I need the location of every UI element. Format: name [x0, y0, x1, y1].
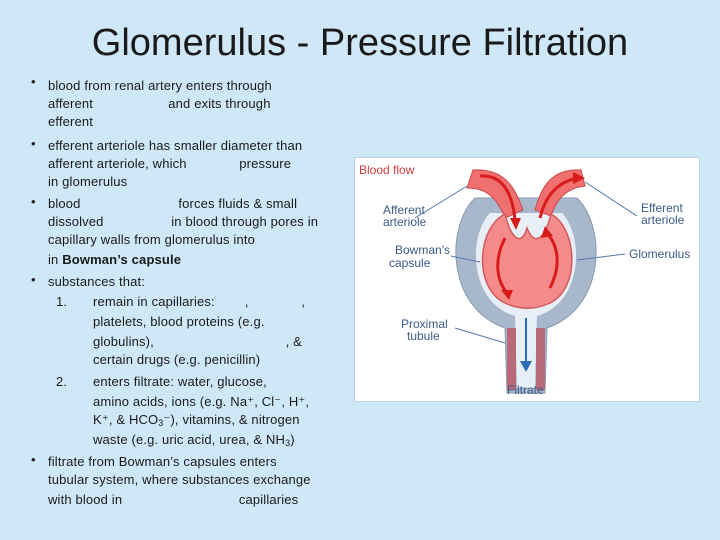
label-bowmans-2: capsule — [389, 256, 431, 270]
label-efferent-2: arteriole — [641, 213, 685, 227]
blood-flow-arrow — [538, 176, 578, 219]
label-efferent-1: Efferent — [641, 201, 683, 215]
subscript: 3 — [285, 438, 291, 448]
label-afferent-2: arteriole — [383, 215, 427, 229]
slide-title: Glomerulus - Pressure Filtration — [91, 22, 629, 64]
sub-item-2-number: 2. — [56, 374, 68, 389]
leader-line — [414, 185, 468, 219]
label-filtrate: Filtrate — [507, 383, 544, 397]
blood-flow-arrowhead — [541, 226, 553, 238]
ion-text-a: K⁺, & HCO — [93, 412, 159, 427]
label-bowmans-1: Bowman's — [395, 243, 450, 257]
glomerulus-illustration — [414, 169, 638, 394]
leader-line — [584, 181, 638, 217]
bullet-1-line-3: efferent — [48, 114, 94, 129]
label-proximal-2: tubule — [407, 329, 440, 343]
bullet-4-line-1: substances that: — [48, 274, 146, 289]
bullet-3-line-2: dissolved in blood through pores in — [48, 214, 319, 229]
blood-flow-arrow — [545, 232, 559, 289]
sub-item-2-line-1: enters filtrate: water, glucose, — [93, 374, 267, 389]
sub-item-1-line-2: platelets, blood proteins (e.g. — [93, 314, 265, 329]
bullet-marker: • — [31, 452, 36, 467]
leader-line — [450, 255, 481, 263]
blood-flow-arrowhead — [510, 218, 521, 230]
sub-item-1-number: 1. — [56, 294, 68, 309]
bullet-5-line-2: tubular system, where substances exchang… — [48, 472, 311, 487]
sub-item-1-line-4: certain drugs (e.g. penicillin) — [93, 352, 261, 367]
blood-flow-arrowhead — [501, 290, 513, 300]
efferent-arteriole-vessel — [534, 169, 586, 217]
sub-item-1-line-1: remain in capillaries: , , — [93, 294, 306, 309]
sub-item-2-line-4: waste (e.g. uric acid, urea, & NH3) — [93, 432, 295, 448]
bullet-5-line-3: with blood in capillaries — [48, 492, 299, 507]
bullet-5-line-1: filtrate from Bowman’s capsules enters — [48, 454, 277, 469]
sub-item-1-line-3: globulins), , & — [93, 334, 302, 349]
bullet-2-line-2: afferent arteriole, which pressure — [48, 156, 292, 171]
bullet-2-line-1: efferent arteriole has smaller diameter … — [48, 138, 303, 153]
bullet-2-line-3: in glomerulus — [48, 174, 128, 189]
label-glomerulus: Glomerulus — [629, 247, 691, 261]
tubule-wall-right — [536, 328, 545, 390]
bullet-3-line-3: capillary walls from glomerulus into — [48, 232, 255, 247]
ion-text-b: ⁻), vitamins, & nitrogen — [163, 412, 300, 427]
blood-flow-arrow — [496, 237, 509, 294]
bullet-marker: • — [31, 74, 36, 89]
leader-line — [576, 253, 626, 261]
bullet-3-line-4-prefix: in — [48, 252, 63, 267]
waste-text-a: waste (e.g. uric acid, urea, & NH — [93, 432, 286, 447]
waste-text-b: ) — [290, 432, 295, 447]
bullet-1-line-2: afferent and exits through — [48, 96, 271, 111]
label-proximal-1: Proximal — [401, 317, 448, 331]
tubule-wall-left — [507, 328, 516, 390]
label-afferent-1: Afferent — [383, 203, 425, 217]
label-blood-flow: Blood flow — [359, 163, 415, 177]
bullet-3-line-1: blood forces fluids & small — [48, 196, 298, 211]
bowmans-capsule-term: Bowman’s capsule — [62, 252, 182, 267]
glomerulus-diagram: Blood flow Afferent arteriole Efferent a… — [354, 157, 700, 402]
sub-item-2-line-2: amino acids, ions (e.g. Na⁺, Cl⁻, H⁺, — [93, 394, 310, 409]
filtrate-arrowhead — [520, 361, 532, 372]
bullet-marker: • — [31, 272, 36, 287]
bullet-marker: • — [31, 194, 36, 209]
sub-item-2-line-3: K⁺, & HCO3⁻), vitamins, & nitrogen — [93, 412, 300, 428]
bullet-list: • blood from renal artery enters through… — [0, 0, 340, 540]
bullet-1-line-1: blood from renal artery enters through — [48, 78, 272, 93]
leader-line — [454, 327, 506, 344]
bullet-marker: • — [31, 136, 36, 151]
blood-flow-arrow — [479, 174, 517, 221]
bullet-3-line-4: in Bowman’s capsule — [48, 252, 181, 267]
subscript: 3 — [158, 418, 164, 428]
blood-flow-arrowhead — [573, 172, 585, 184]
